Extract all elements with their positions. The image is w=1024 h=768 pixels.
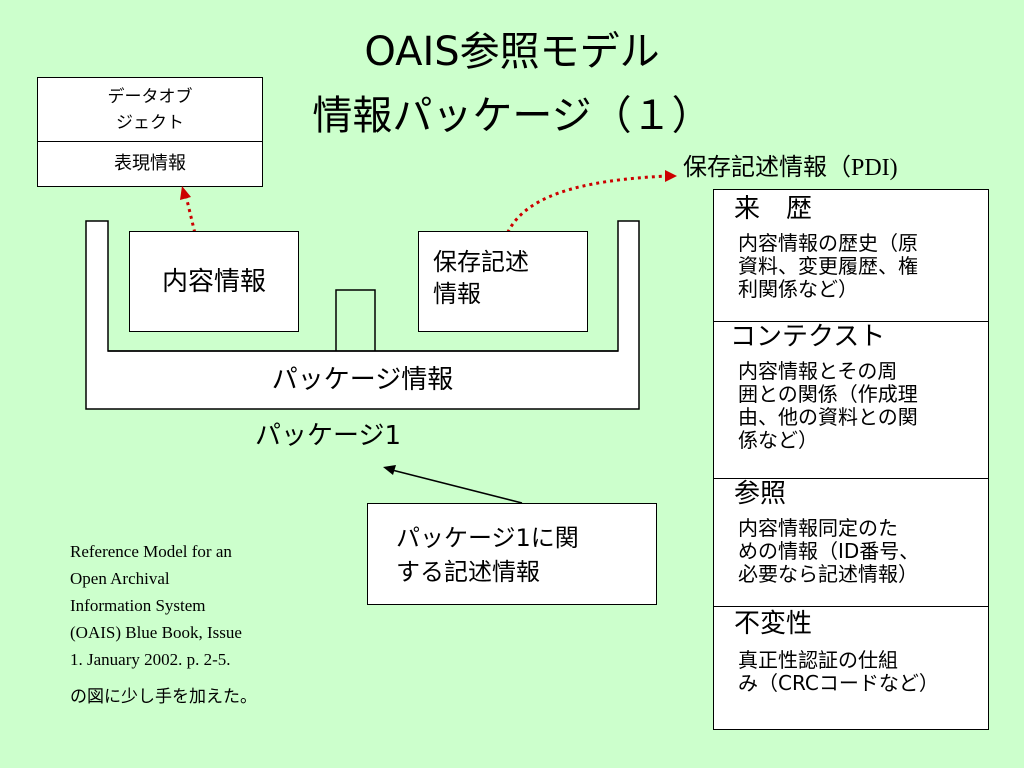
- content-info-box: 内容情報: [129, 231, 299, 332]
- pdi-section-body: 内容情報の歴史（原 資料、変更履歴、権 利関係など）: [738, 232, 918, 301]
- citation-note: の図に少し手を加えた。: [70, 687, 257, 707]
- package-info-label: パッケージ情報: [271, 365, 454, 395]
- package-divider: [335, 289, 376, 351]
- data-object-label-line2: ジェクト: [116, 113, 184, 133]
- pdi-line: 囲との関係（作成理: [738, 382, 918, 406]
- pdi-heading-code: PDI): [851, 155, 898, 181]
- pdi-arrow-head: [665, 170, 677, 182]
- pdi-section-fixity: 不変性 真正性認証の仕組 み（CRCコードなど）: [714, 607, 988, 729]
- content-arrow-head: [180, 186, 191, 200]
- pdi-arrow: [503, 174, 669, 240]
- descriptive-info-box: パッケージ1に関 する記述情報: [367, 503, 657, 605]
- pdi-line: 内容情報とその周: [738, 359, 898, 383]
- pdi-section-title: 来 歴: [734, 194, 813, 224]
- pdi-line: 内容情報同定のた: [738, 516, 898, 540]
- pdi-line: 利関係など）: [738, 277, 858, 301]
- descriptive-arrow-head: [383, 465, 396, 475]
- slide-title-line2: 情報パッケージ（１）: [312, 93, 712, 139]
- pdi-line: み（CRCコードなど）: [738, 671, 939, 695]
- citation: Reference Model for an Open Archival Inf…: [70, 538, 242, 673]
- pdi-section-title: 参照: [734, 479, 787, 509]
- pdi-line: 必要なら記述情報）: [738, 562, 918, 586]
- citation-line: Open Archival: [70, 569, 170, 588]
- pdi-section-provenance: 来 歴 内容情報の歴史（原 資料、変更履歴、権 利関係など）: [714, 190, 988, 322]
- pdi-section-body: 内容情報同定のた めの情報（ID番号、 必要なら記述情報）: [738, 517, 919, 586]
- pdi-section-reference: 参照 内容情報同定のた めの情報（ID番号、 必要なら記述情報）: [714, 479, 988, 607]
- pdi-line: 由、他の資料との関: [738, 405, 918, 429]
- pdi-section-title: 不変性: [734, 609, 813, 639]
- package-name-label: パッケージ1: [255, 421, 402, 451]
- pdi-line: めの情報（ID番号、: [738, 539, 920, 563]
- data-object-label-line1: データオブ: [107, 87, 193, 107]
- pdi-small-box: 保存記述 情報: [418, 231, 588, 332]
- descriptive-line1: パッケージ1に関: [396, 524, 579, 552]
- pdi-panel: 来 歴 内容情報の歴史（原 資料、変更履歴、権 利関係など） コンテクスト 内容…: [713, 189, 989, 730]
- pdi-section-body: 真正性認証の仕組 み（CRCコードなど）: [738, 649, 939, 695]
- pdi-section-body: 内容情報とその周 囲との関係（作成理 由、他の資料との関 係など）: [738, 360, 918, 452]
- citation-line: Information System: [70, 596, 206, 615]
- data-object-cell: データオブ ジェクト: [38, 78, 262, 142]
- package-outline: [85, 220, 640, 410]
- descriptive-arrow: [391, 469, 523, 504]
- pdi-section-title: コンテクスト: [730, 322, 886, 352]
- descriptive-line2: する記述情報: [396, 558, 540, 586]
- pdi-heading-prefix: 保存記述情報（: [683, 153, 851, 181]
- pdi-line: 資料、変更履歴、権: [738, 254, 918, 278]
- pdi-line: 内容情報の歴史（原: [738, 231, 918, 255]
- pdi-line: 係など）: [738, 428, 818, 452]
- pdi-section-context: コンテクスト 内容情報とその周 囲との関係（作成理 由、他の資料との関 係など）: [714, 322, 988, 479]
- pdi-small-line2: 情報: [433, 280, 481, 308]
- data-object-box: データオブ ジェクト 表現情報: [37, 77, 263, 187]
- pdi-small-line1: 保存記述: [433, 248, 529, 276]
- citation-line: 1. January 2002. p. 2-5.: [70, 650, 231, 669]
- citation-line: Reference Model for an: [70, 542, 232, 561]
- citation-line: (OAIS) Blue Book, Issue: [70, 623, 242, 642]
- slide-title-line1: OAIS参照モデル: [364, 29, 660, 75]
- pdi-heading: 保存記述情報（PDI): [683, 152, 898, 183]
- pdi-line: 真正性認証の仕組: [738, 648, 898, 672]
- representation-info-cell: 表現情報: [114, 153, 186, 174]
